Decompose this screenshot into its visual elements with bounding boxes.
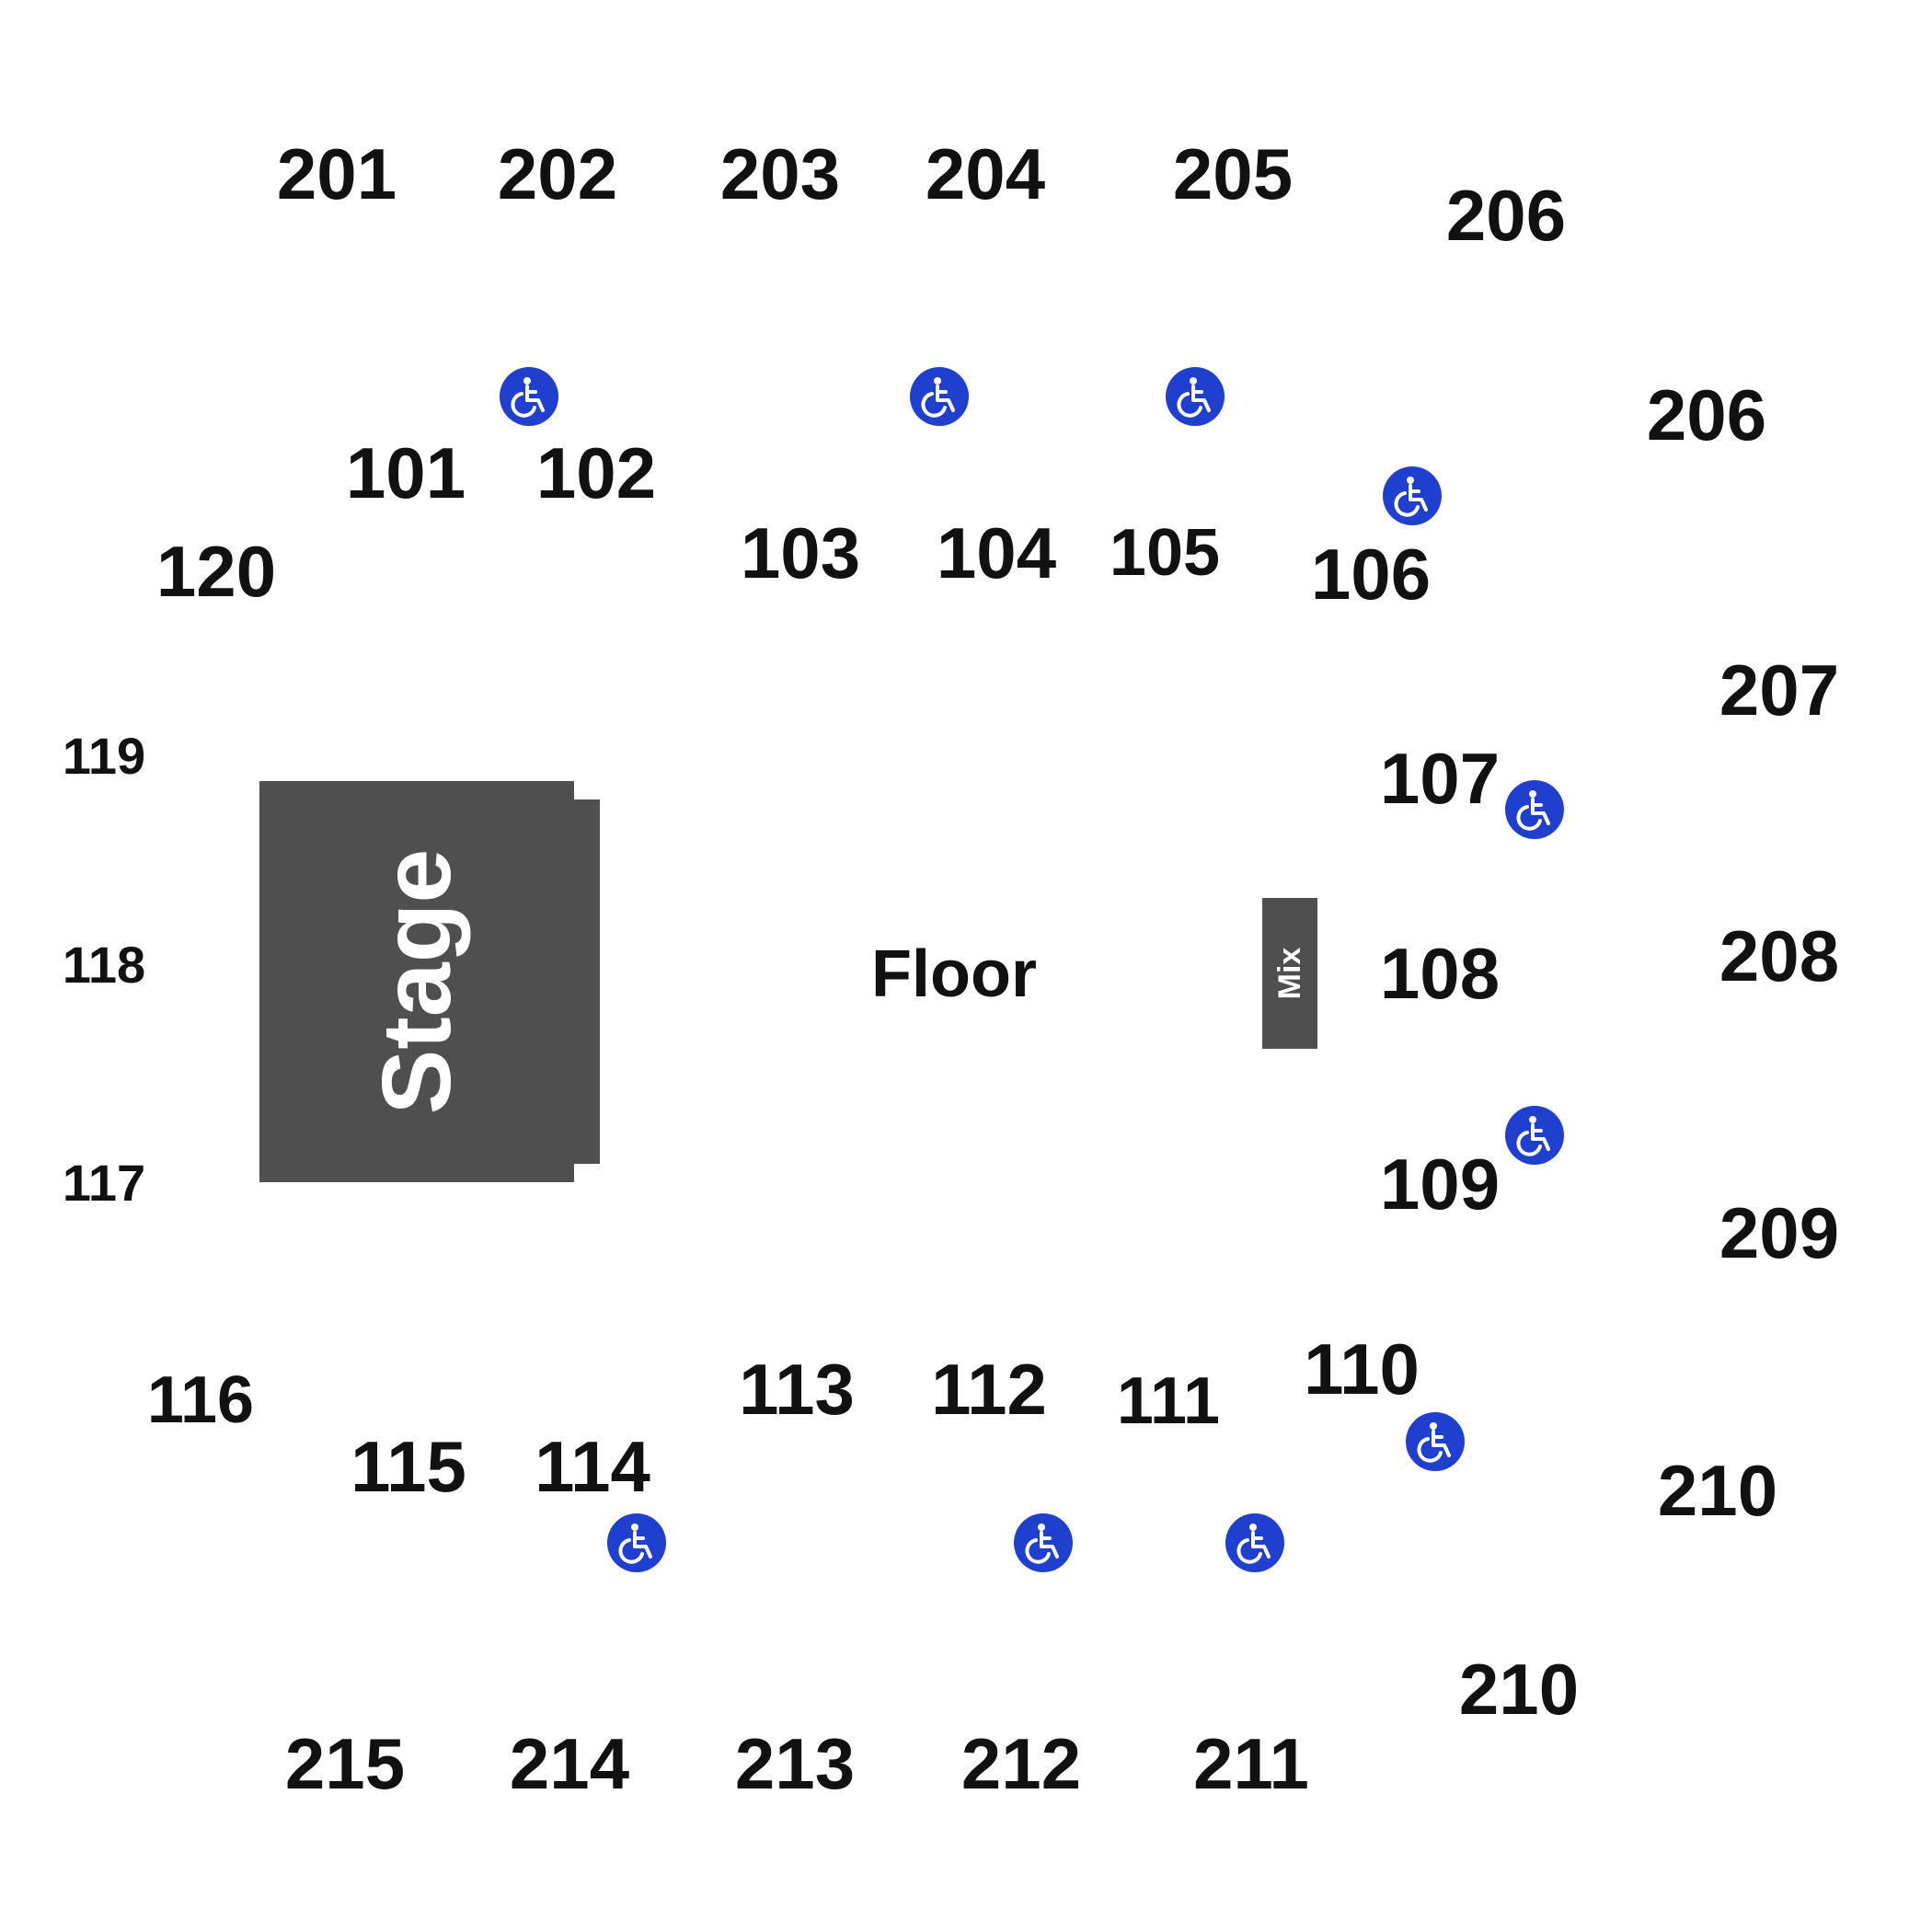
section-213[interactable]: 213 [734, 1723, 856, 1804]
floor-label: Floor [871, 937, 1037, 1011]
section-114[interactable]: 114 [535, 1426, 650, 1507]
stage [259, 781, 574, 1182]
wheelchair-icon [1406, 1412, 1465, 1471]
stage-label: Stage [362, 848, 471, 1115]
wheelchair-icon [1225, 1513, 1284, 1572]
section-205[interactable]: 205 [1172, 133, 1294, 214]
section-110[interactable]: 110 [1304, 1328, 1420, 1409]
section-112[interactable]: 112 [931, 1349, 1047, 1430]
mix-label: Mix [1272, 947, 1307, 1000]
wheelchair-icon [500, 367, 558, 426]
section-113[interactable]: 113 [739, 1349, 855, 1430]
section-105[interactable]: 105 [1109, 516, 1221, 590]
section-101[interactable]: 101 [345, 432, 466, 513]
mix-position [1262, 898, 1317, 1049]
section-210-lower[interactable]: 210 [1458, 1649, 1580, 1730]
section-117[interactable]: 117 [62, 1154, 146, 1212]
section-208[interactable]: 208 [1719, 915, 1840, 996]
section-118[interactable]: 118 [62, 936, 146, 994]
wheelchair-icon [1014, 1513, 1073, 1572]
section-203[interactable]: 203 [719, 133, 841, 214]
wheelchair-icon [1505, 780, 1564, 839]
section-108[interactable]: 108 [1379, 933, 1501, 1014]
wheelchair-icon [607, 1513, 666, 1572]
section-211[interactable]: 211 [1193, 1723, 1309, 1804]
section-204[interactable]: 204 [925, 133, 1046, 214]
section-212[interactable]: 212 [960, 1723, 1082, 1804]
section-107[interactable]: 107 [1379, 738, 1501, 819]
section-209[interactable]: 209 [1719, 1192, 1840, 1273]
section-115[interactable]: 115 [351, 1426, 466, 1507]
section-116[interactable]: 116 [146, 1363, 255, 1437]
stage-thrust [574, 799, 600, 1164]
section-109[interactable]: 109 [1379, 1144, 1501, 1225]
section-104[interactable]: 104 [936, 512, 1057, 593]
wheelchair-icon [1505, 1106, 1564, 1165]
section-214[interactable]: 214 [509, 1723, 630, 1804]
section-103[interactable]: 103 [740, 512, 861, 593]
section-202[interactable]: 202 [497, 133, 618, 214]
section-201[interactable]: 201 [276, 133, 397, 214]
section-206-lower[interactable]: 206 [1646, 374, 1767, 455]
wheelchair-icon [1166, 367, 1225, 426]
section-111[interactable]: 111 [1116, 1364, 1221, 1438]
section-207[interactable]: 207 [1719, 650, 1840, 730]
wheelchair-icon [910, 367, 969, 426]
section-215[interactable]: 215 [284, 1723, 406, 1804]
section-102[interactable]: 102 [535, 432, 657, 513]
section-120[interactable]: 120 [155, 531, 277, 612]
section-119[interactable]: 119 [62, 727, 146, 785]
section-106[interactable]: 106 [1310, 534, 1432, 615]
section-206-upper[interactable]: 206 [1445, 175, 1567, 256]
wheelchair-icon [1383, 466, 1442, 525]
section-210-upper[interactable]: 210 [1657, 1450, 1778, 1531]
